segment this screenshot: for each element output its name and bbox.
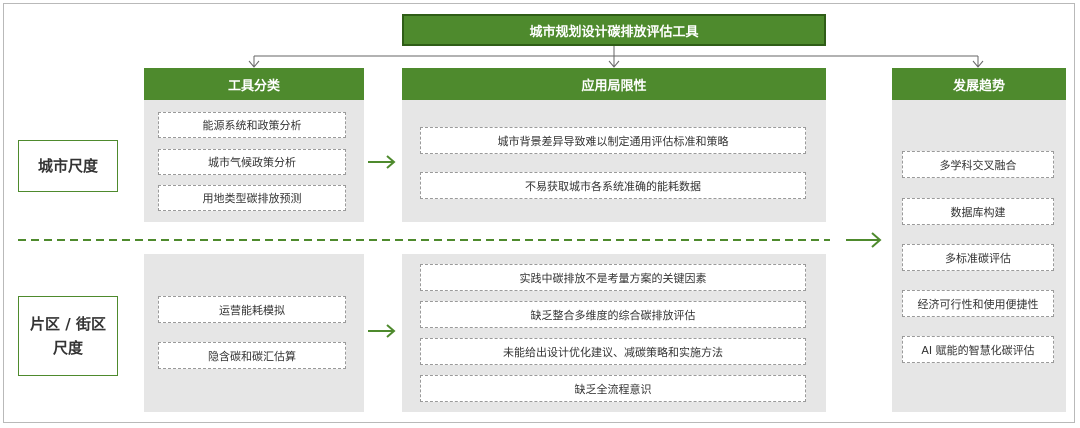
diagram-title: 城市规划设计碳排放评估工具 [402, 14, 826, 46]
city-category-item: 能源系统和政策分析 [158, 112, 346, 138]
district-limitation-item: 缺乏整合多维度的综合碳排放评估 [420, 301, 806, 328]
trend-item: 经济可行性和使用便捷性 [902, 290, 1054, 317]
column-header-limitations: 应用局限性 [402, 68, 826, 100]
district-category-item: 运营能耗模拟 [158, 296, 346, 323]
scale-label-district: 片区 / 街区 尺度 [18, 296, 118, 376]
city-category-item: 城市气候政策分析 [158, 149, 346, 175]
city-limitation-item: 不易获取城市各系统准确的能耗数据 [420, 172, 806, 199]
scale-district-line2: 尺度 [52, 339, 83, 357]
trend-item: 多标准碳评估 [902, 244, 1054, 271]
trend-item: AI 赋能的智慧化碳评估 [902, 336, 1054, 363]
city-limitations-panel [402, 100, 826, 222]
district-limitation-item: 缺乏全流程意识 [420, 375, 806, 402]
district-category-item: 隐含碳和碳汇估算 [158, 342, 346, 369]
district-limitation-item: 实践中碳排放不是考量方案的关键因素 [420, 264, 806, 291]
city-category-item: 用地类型碳排放预测 [158, 185, 346, 211]
scale-label-city: 城市尺度 [18, 140, 118, 192]
district-categories-panel [144, 254, 364, 412]
scale-city-text: 城市尺度 [37, 157, 98, 175]
district-limitation-item: 未能给出设计优化建议、减碳策略和实施方法 [420, 338, 806, 365]
trend-item: 多学科交叉融合 [902, 151, 1054, 178]
scale-district-line1: 片区 / 街区 [30, 315, 106, 333]
column-header-categories: 工具分类 [144, 68, 364, 100]
trend-item: 数据库构建 [902, 198, 1054, 225]
diagram-frame [3, 3, 1075, 423]
column-header-trends: 发展趋势 [892, 68, 1066, 100]
city-limitation-item: 城市背景差异导致难以制定通用评估标准和策略 [420, 127, 806, 154]
